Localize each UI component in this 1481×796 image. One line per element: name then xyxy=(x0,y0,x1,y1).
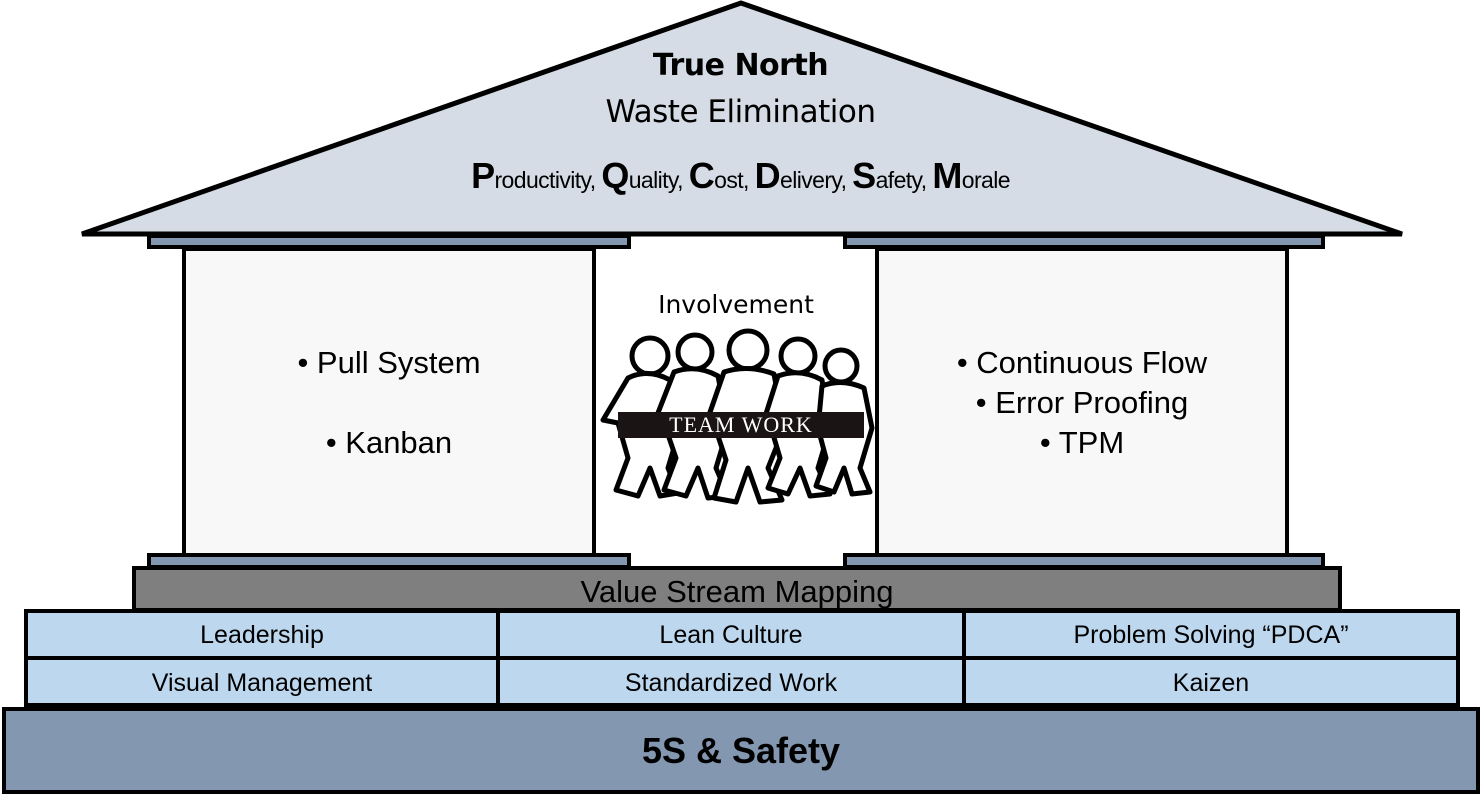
foundation-cell-leadership: Leadership xyxy=(24,609,500,660)
foundation-row: Leadership Lean Culture Problem Solving … xyxy=(24,609,1460,660)
foundation-cell-standardized-work: Standardized Work xyxy=(496,656,966,707)
foundation-row: Visual Management Standardized Work Kaiz… xyxy=(24,656,1460,707)
right-pillar: • Continuous Flow • Error Proofing • TPM xyxy=(875,247,1289,555)
goal-quality: Quality, xyxy=(601,155,689,196)
goal-morale: Morale xyxy=(932,155,1010,196)
goal-delivery: Delivery, xyxy=(754,155,853,196)
roof-triangle xyxy=(81,0,1403,237)
goal-safety: Safety, xyxy=(852,155,933,196)
person-icon xyxy=(813,347,875,497)
left-pillar-item: • Kanban xyxy=(325,425,453,460)
foundation-cell-lean-culture: Lean Culture xyxy=(496,609,966,660)
right-pillar-item: • TPM xyxy=(1039,425,1125,460)
foundation-grid: Leadership Lean Culture Problem Solving … xyxy=(24,609,1460,711)
teamwork-illustration: TEAM WORK xyxy=(600,328,875,505)
involvement-label: Involvement xyxy=(658,290,814,319)
right-pillar-item: • Error Proofing xyxy=(975,385,1189,420)
foundation-cell-problem-solving: Problem Solving “PDCA” xyxy=(962,609,1460,660)
right-pillar-item: • Continuous Flow xyxy=(956,345,1208,380)
base-5s-safety: 5S & Safety xyxy=(2,707,1480,794)
teamwork-banner xyxy=(618,412,864,438)
roof-title: True North xyxy=(652,48,829,83)
left-pillar: • Pull System • Kanban xyxy=(182,247,596,555)
foundation-cell-visual-management: Visual Management xyxy=(24,656,500,707)
goals-line: Productivity, Quality, Cost, Delivery, S… xyxy=(0,155,1481,197)
roof xyxy=(81,0,1403,237)
foundation-cell-kaizen: Kaizen xyxy=(962,656,1460,707)
value-stream-mapping-band: Value Stream Mapping xyxy=(132,566,1342,612)
goal-productivity: Productivity, xyxy=(471,155,602,196)
goal-cost: Cost, xyxy=(688,155,755,196)
roof-subtitle: Waste Elimination xyxy=(605,94,876,130)
left-pillar-item: • Pull System xyxy=(297,345,481,380)
teamwork-banner-text: TEAM WORK xyxy=(669,412,813,437)
